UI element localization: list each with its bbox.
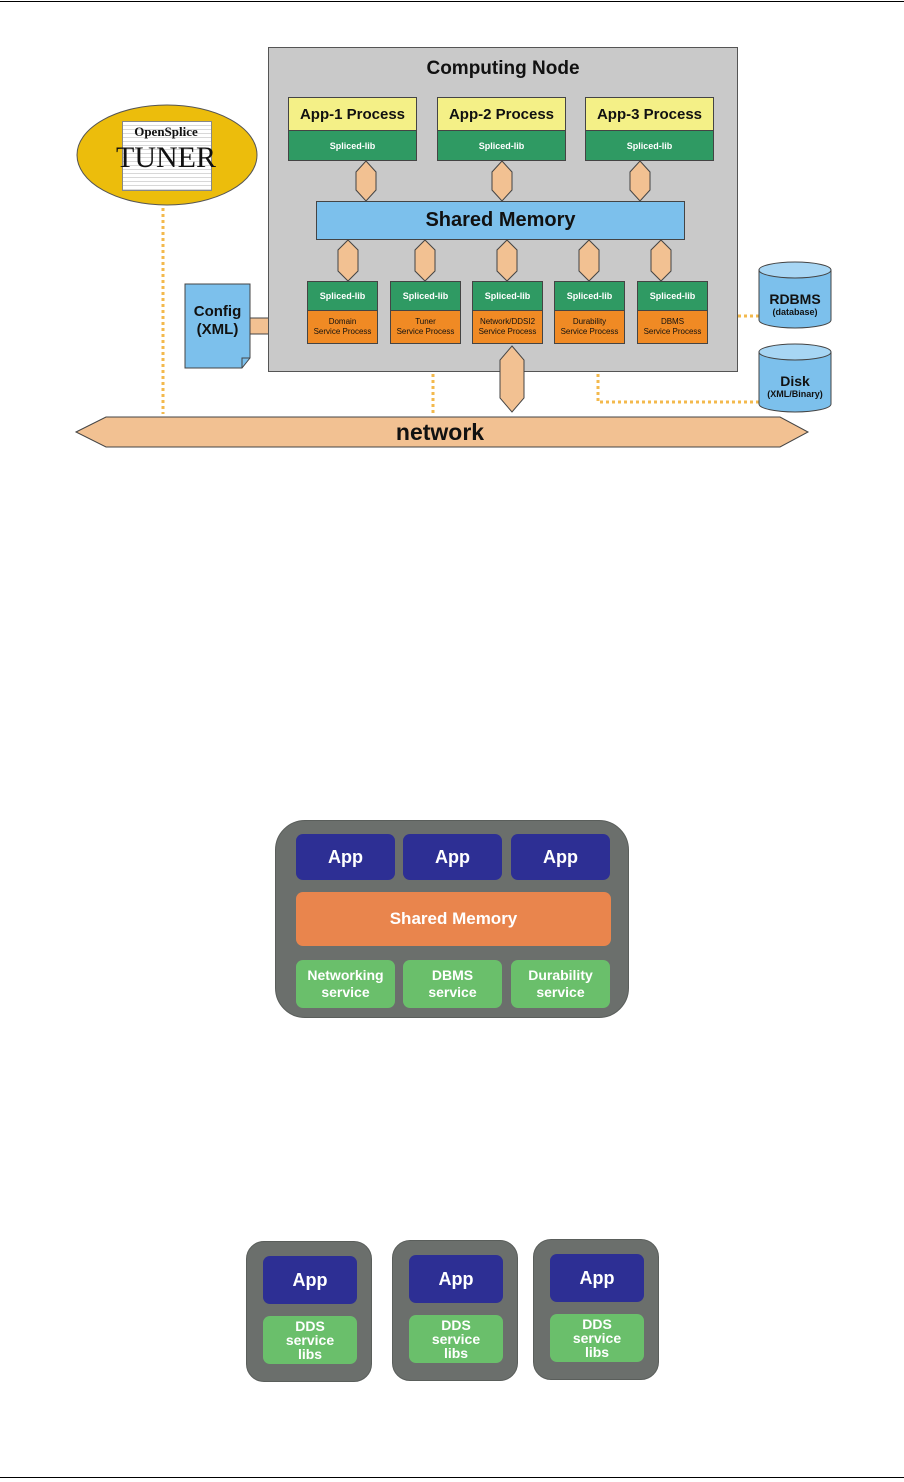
tuner-service-process: Tuner Service Process bbox=[390, 311, 461, 344]
node-3-app: App bbox=[550, 1254, 644, 1302]
domain-service-line1: Domain bbox=[328, 317, 357, 326]
networking-service-line1: Networking bbox=[307, 967, 384, 983]
dbms-service-line1: DBMS bbox=[660, 317, 685, 326]
tuner-service-line1: Tuner bbox=[415, 317, 436, 326]
node-2-libs-line3: libs bbox=[443, 1345, 469, 1361]
arrow-layer bbox=[337, 160, 672, 413]
dbms-service-process: DBMS Service Process bbox=[637, 311, 708, 344]
app-1-spliced-lib: Spliced-lib bbox=[288, 131, 417, 161]
tuner-spliced-lib: Spliced-lib bbox=[390, 281, 461, 311]
shm-durability-arrow bbox=[578, 239, 600, 282]
node-2-app: App bbox=[409, 1255, 503, 1303]
network-service-line1: Network/DDSI2 bbox=[479, 317, 536, 326]
rdbms-label: RDBMS (database) bbox=[759, 286, 831, 322]
shm-network-arrow bbox=[496, 239, 518, 282]
bottom-rule bbox=[0, 1477, 904, 1478]
domain-spliced-lib: Spliced-lib bbox=[307, 281, 378, 311]
node-1-libs-line2: service bbox=[285, 1332, 335, 1348]
app-2-spliced-lib: Spliced-lib bbox=[437, 131, 566, 161]
dbms-service-line1: DBMS bbox=[431, 967, 474, 983]
node-2-libs-line1: DDS bbox=[441, 1317, 471, 1333]
disk-title: Disk bbox=[780, 372, 810, 389]
node-1-app: App bbox=[263, 1256, 357, 1304]
durability-service-process: Durability Service Process bbox=[554, 311, 625, 344]
domain-service-process: Domain Service Process bbox=[307, 311, 378, 344]
node-1-libs-line1: DDS bbox=[295, 1318, 325, 1334]
app-3-spliced-lib: Spliced-lib bbox=[585, 131, 714, 161]
node-2-libs: DDS service libs bbox=[409, 1315, 503, 1363]
tuner-service-line2: Service Process bbox=[396, 327, 455, 336]
network-bar bbox=[74, 416, 810, 448]
network-service-line2: Service Process bbox=[478, 327, 537, 336]
disk-label: Disk (XML/Binary) bbox=[759, 368, 831, 404]
app-2-process: App-2 Process bbox=[437, 97, 566, 131]
durability-service-line1: Durability bbox=[572, 317, 607, 326]
dbms-service-line2: Service Process bbox=[643, 327, 702, 336]
node-2-libs-line2: service bbox=[431, 1331, 481, 1347]
node-1-libs: DDS service libs bbox=[263, 1316, 357, 1364]
app-box-3: App bbox=[511, 834, 610, 880]
tuner-screenshot bbox=[122, 121, 212, 191]
network-service-process: Network/DDSI2 Service Process bbox=[472, 311, 543, 344]
durability-service-line1: Durability bbox=[528, 967, 593, 983]
node-3-libs-line1: DDS bbox=[582, 1316, 612, 1332]
shm-dbms-arrow bbox=[650, 239, 672, 282]
node-1-libs-line3: libs bbox=[297, 1346, 323, 1362]
durability-service-line2: Service Process bbox=[560, 327, 619, 336]
shm-tuner-arrow bbox=[414, 239, 436, 282]
config-line1: Config bbox=[193, 303, 242, 320]
config-label: Config (XML) bbox=[185, 300, 250, 342]
dbms-service-line2: service bbox=[428, 984, 477, 1000]
networking-service-line2: service bbox=[321, 984, 370, 1000]
network-label: network bbox=[395, 418, 485, 445]
app-box-1: App bbox=[296, 834, 395, 880]
app1-shm-arrow bbox=[355, 160, 377, 202]
app-3-process: App-3 Process bbox=[585, 97, 714, 131]
computing-node-title: Computing Node bbox=[426, 58, 580, 79]
networking-service-box: Networking service bbox=[296, 960, 395, 1008]
node-3-libs-line3: libs bbox=[584, 1344, 610, 1360]
node-3-libs-line2: service bbox=[572, 1330, 622, 1346]
rdbms-title: RDBMS bbox=[769, 290, 821, 307]
shared-memory-box: Shared Memory bbox=[296, 892, 611, 946]
tuner-logo-line1: OpenSplice bbox=[134, 124, 198, 139]
rdbms-sub: (database) bbox=[772, 306, 818, 317]
shared-memory-bar: Shared Memory bbox=[316, 201, 685, 240]
disk-sub: (XML/Binary) bbox=[767, 388, 823, 399]
dbms-service-box: DBMS service bbox=[403, 960, 502, 1008]
app-box-2: App bbox=[403, 834, 502, 880]
disk-cylinder bbox=[758, 343, 832, 413]
network-service-bus-arrow bbox=[499, 345, 525, 413]
durability-service-box: Durability service bbox=[511, 960, 610, 1008]
config-line2: (XML) bbox=[196, 321, 239, 338]
app3-shm-arrow bbox=[629, 160, 651, 202]
dbms-spliced-lib: Spliced-lib bbox=[637, 281, 708, 311]
shm-domain-arrow bbox=[337, 239, 359, 282]
network-spliced-lib: Spliced-lib bbox=[472, 281, 543, 311]
node-3-libs: DDS service libs bbox=[550, 1314, 644, 1362]
durability-service-line2: service bbox=[536, 984, 585, 1000]
domain-service-line2: Service Process bbox=[313, 327, 372, 336]
rdbms-cylinder bbox=[758, 261, 832, 329]
app2-shm-arrow bbox=[491, 160, 513, 202]
top-rule bbox=[0, 1, 904, 2]
app-1-process: App-1 Process bbox=[288, 97, 417, 131]
durability-spliced-lib: Spliced-lib bbox=[554, 281, 625, 311]
config-document bbox=[184, 283, 251, 369]
tuner-logo-line2: TUNER bbox=[116, 141, 216, 174]
